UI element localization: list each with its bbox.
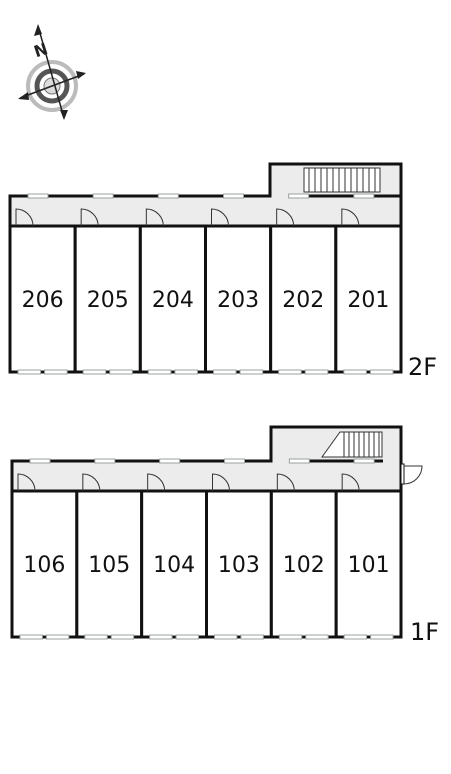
window-icon [44,369,68,375]
window-icon [109,369,133,375]
window-icon [19,634,43,640]
room-number: 105 [88,553,130,578]
room-number: 204 [152,288,194,313]
door-icon [147,473,166,492]
window-icon [223,193,244,199]
floor-label-1f: 1F [410,618,439,646]
window-icon [343,634,368,640]
door-icon [145,208,164,227]
door-icon [80,208,99,227]
entrance-door [400,463,423,485]
room-number: 203 [217,288,259,313]
room-number: 103 [218,553,260,578]
window-icon [278,634,303,640]
window-icon [343,369,367,375]
window-icon [353,193,375,199]
window-icon [147,369,172,375]
window-icon [288,458,310,464]
room-106[interactable]: 106 [10,489,79,639]
window-icon [240,634,264,640]
door-icon [211,208,229,227]
window-icon [305,634,329,640]
room-number: 205 [87,288,129,313]
corridor [12,461,401,491]
staircase-icon [321,431,383,458]
window-icon [174,369,199,375]
room-number: 202 [282,288,324,313]
room-201[interactable]: 201 [334,224,403,374]
room-101[interactable]: 101 [334,489,403,639]
window-icon [239,369,264,375]
window-icon [304,369,329,375]
window-icon [17,369,42,375]
room-102[interactable]: 102 [269,489,338,639]
room-203[interactable]: 203 [204,224,273,374]
window-icon [159,458,181,464]
door-icon [276,473,295,492]
door-icon [15,208,34,227]
room-103[interactable]: 103 [205,489,273,639]
room-205[interactable]: 205 [73,224,142,374]
window-icon [84,634,108,640]
window-icon [214,634,238,640]
window-icon [149,634,173,640]
room-number: 201 [347,288,389,313]
door-icon [82,473,101,492]
room-204[interactable]: 204 [138,224,207,374]
window-icon [110,634,135,640]
floor-label-2f: 2F [408,353,437,381]
window-icon [175,634,199,640]
room-number: 102 [283,553,325,578]
door-icon [212,473,230,492]
window-icon [157,193,179,199]
north-label: N [32,39,51,61]
staircase-icon [303,167,381,193]
floor-2f-plan: 206 205 204 203 202 201 2F [8,162,437,381]
door-icon [17,473,36,492]
window-icon [29,458,51,464]
door-icon [341,208,360,227]
window-icon [278,369,302,375]
window-icon [45,634,70,640]
window-icon [213,369,237,375]
window-icon [369,369,394,375]
room-number: 206 [22,288,64,313]
window-icon [224,458,245,464]
window-icon [92,193,114,199]
room-number: 101 [348,553,390,578]
window-icon [82,369,107,375]
window-icon [288,193,310,199]
compass-icon: N [18,24,86,120]
room-104[interactable]: 104 [140,489,209,639]
room-206[interactable]: 206 [8,224,77,374]
window-icon [27,193,49,199]
floor-1f-plan: 106 105 104 103 102 101 1F [10,425,439,646]
window-icon [94,458,116,464]
door-icon [276,208,295,227]
window-icon [370,634,394,640]
room-202[interactable]: 202 [269,224,338,374]
room-number: 104 [153,553,195,578]
corridor [10,196,401,226]
window-icon [353,458,375,464]
door-icon [341,473,360,492]
room-number: 106 [23,553,65,578]
room-105[interactable]: 105 [75,489,144,639]
